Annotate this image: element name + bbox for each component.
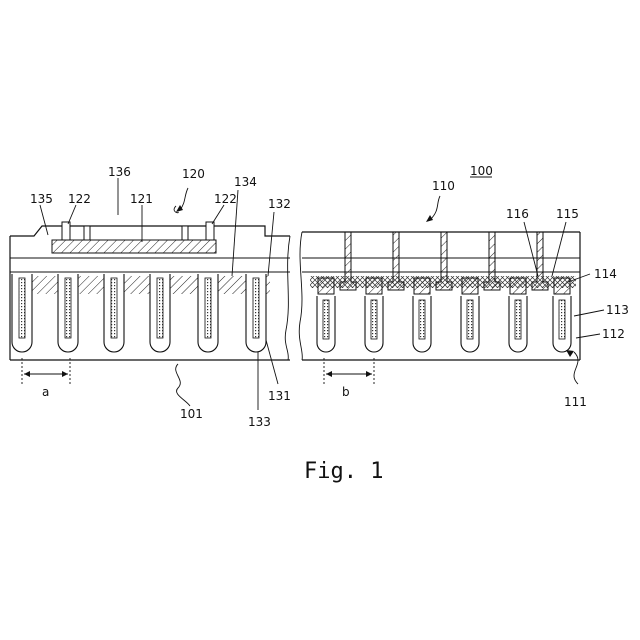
- label-116: 116: [506, 207, 529, 221]
- right-trench-fill: [419, 300, 425, 339]
- left-trench-fill: [19, 278, 25, 338]
- contact-122-right: [206, 222, 214, 240]
- right-trench-fill: [515, 300, 521, 339]
- right-trench: [365, 296, 383, 352]
- right-trench-fill: [467, 300, 473, 339]
- left-trench-fill: [111, 278, 117, 338]
- right-trench: [317, 296, 335, 352]
- left-trench-fill: [205, 278, 211, 338]
- right-trench: [461, 296, 479, 352]
- label-111: 111: [564, 395, 587, 409]
- label-110: 110: [432, 179, 455, 193]
- label-101: 101: [180, 407, 203, 421]
- left-trench: [104, 274, 124, 352]
- label-122-right: 122: [214, 192, 237, 206]
- label-136: 136: [108, 165, 131, 179]
- left-section: [10, 178, 290, 410]
- label-100: 100: [470, 164, 493, 178]
- right-trench-fill: [323, 300, 329, 339]
- pitch-label-a: a: [42, 385, 49, 399]
- figure-caption: Fig. 1: [304, 459, 383, 484]
- trench-gate-electrode: [554, 278, 570, 294]
- left-trench-fill: [253, 278, 259, 338]
- left-trench: [198, 274, 218, 352]
- label-131: 131: [268, 389, 291, 403]
- label-135: 135: [30, 192, 53, 206]
- pitch-label-b: b: [342, 385, 350, 399]
- label-133: 133: [248, 415, 271, 429]
- left-trench: [150, 274, 170, 352]
- label-114: 114: [594, 267, 617, 281]
- label-120: 120: [182, 167, 205, 181]
- trench-gate-electrode: [318, 278, 334, 294]
- trench-gate-electrode: [510, 278, 526, 294]
- left-trench-fill: [157, 278, 163, 338]
- right-trench: [413, 296, 431, 352]
- right-trench: [553, 296, 571, 352]
- trench-gate-electrode: [366, 278, 382, 294]
- label-134: 134: [234, 175, 257, 189]
- left-trench: [12, 274, 32, 352]
- left-trench: [58, 274, 78, 352]
- left-trench-fill: [65, 278, 71, 338]
- trench-gate-electrode: [414, 278, 430, 294]
- contact-122-left: [62, 222, 70, 240]
- label-132: 132: [268, 197, 291, 211]
- label-122-left: 122: [68, 192, 91, 206]
- trench-gate-electrode: [462, 278, 478, 294]
- gate-layer-121: [52, 240, 216, 253]
- label-115: 115: [556, 207, 579, 221]
- label-113: 113: [606, 303, 629, 317]
- right-trench: [509, 296, 527, 352]
- left-trench: [246, 274, 266, 352]
- label-112: 112: [602, 327, 625, 341]
- right-trench-fill: [559, 300, 565, 339]
- label-121: 121: [130, 192, 153, 206]
- right-trench-fill: [371, 300, 377, 339]
